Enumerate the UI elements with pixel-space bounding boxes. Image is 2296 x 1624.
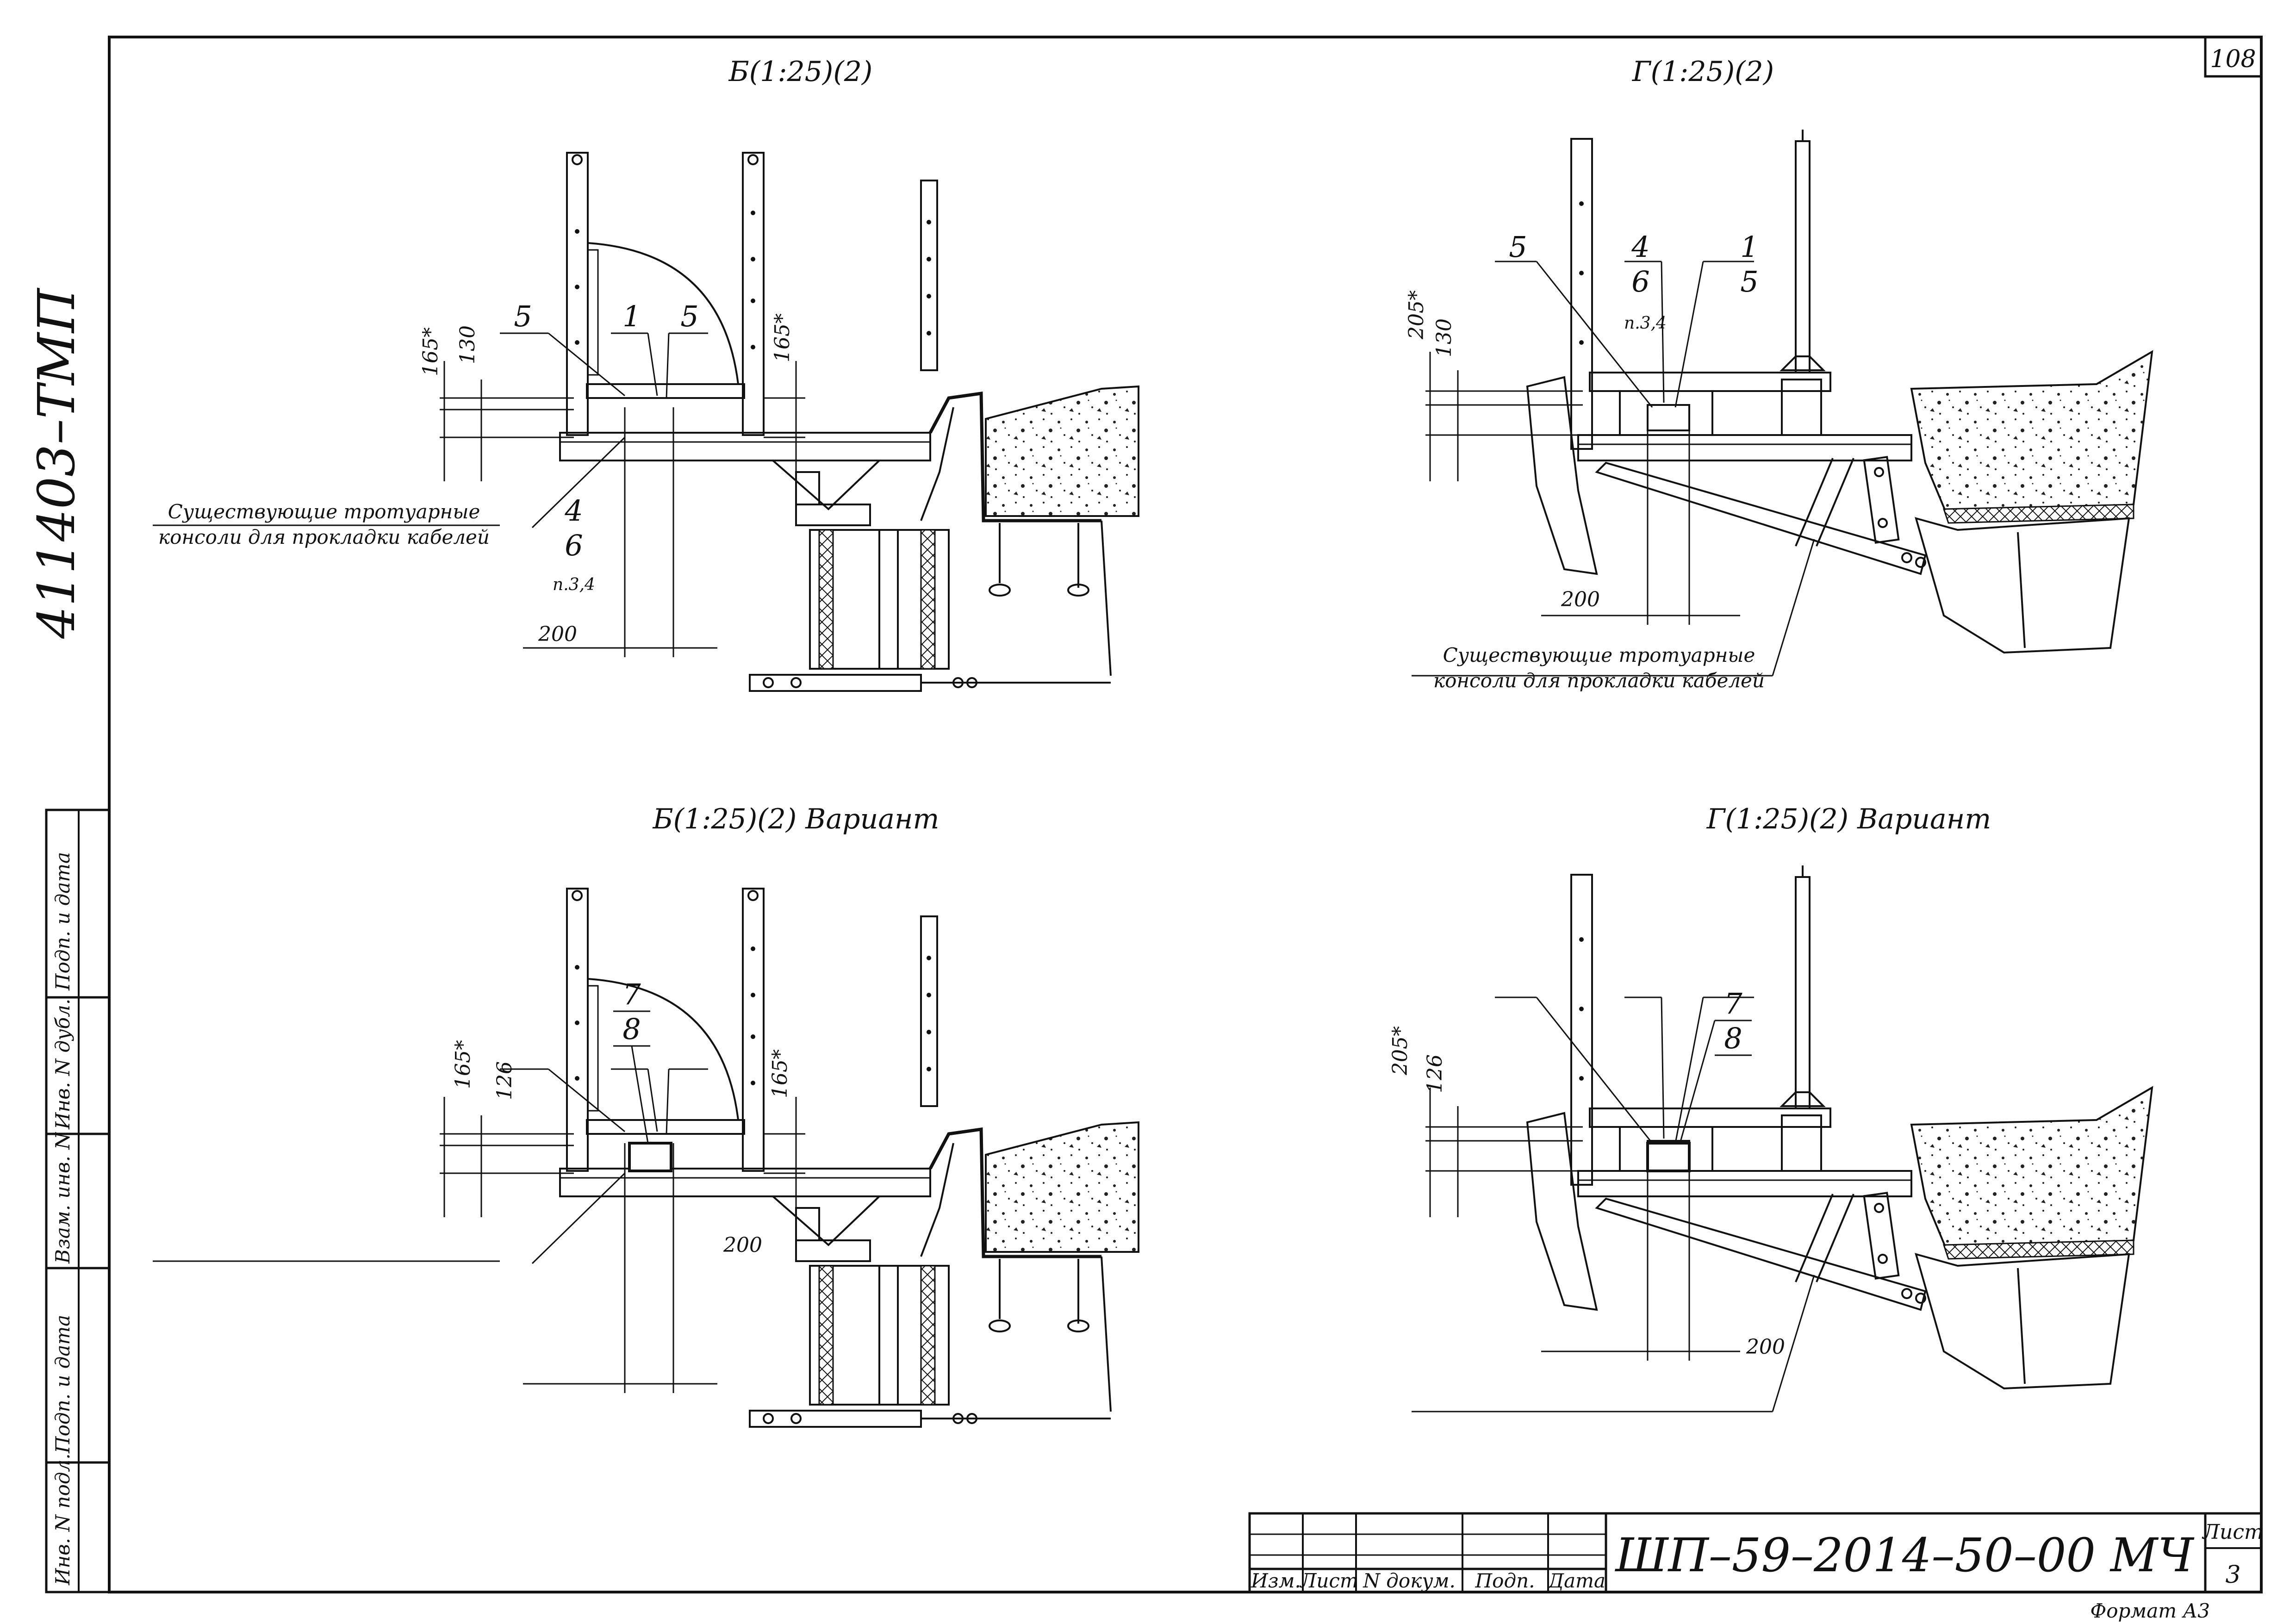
dim-g-130: 130 <box>1432 318 1456 357</box>
view-b-top <box>153 153 1139 691</box>
side-label-inv-dubl: Инв. N дубл. <box>51 999 74 1130</box>
side-code: 411403–ТМП <box>27 287 86 639</box>
callout-b-1: 1 <box>622 299 641 333</box>
sheet-number: 3 <box>2225 1561 2240 1589</box>
page-number-box <box>2204 36 2263 78</box>
format-label: Формат А3 <box>2090 1599 2210 1622</box>
callout-b-p34: п.3,4 <box>553 575 595 594</box>
dim-g-200: 200 <box>1561 588 1600 611</box>
note-g-line2: консоли для прокладки кабелей <box>1433 669 1765 692</box>
sheet-label: Лист <box>2202 1520 2263 1544</box>
col-izm: Изм. <box>1251 1569 1301 1592</box>
stamp-code: ШП–59–2014–50–00 МЧ <box>1614 1528 2195 1582</box>
side-label-vzam-inv: Взам. инв. N <box>51 1132 74 1264</box>
callout-g-1: 1 <box>1740 230 1758 264</box>
dim-gv-200: 200 <box>1746 1335 1785 1359</box>
callout-b-5a: 5 <box>514 299 532 333</box>
dim-bv-165-right: 165* <box>768 1049 792 1098</box>
callout-b-6: 6 <box>565 529 583 562</box>
callout-gv-7: 7 <box>1724 987 1742 1020</box>
title-b-variant: Б(1:25)(2) Вариант <box>653 803 940 835</box>
title-g-top: Г(1:25)(2) <box>1632 56 1774 88</box>
callout-gv-8: 8 <box>1724 1021 1742 1055</box>
view-b-variant <box>153 889 1139 1427</box>
view-g-top <box>1411 129 2153 677</box>
note-b-line2: консоли для прокладки кабелей <box>158 526 490 548</box>
dim-b-200: 200 <box>538 622 577 646</box>
dim-gv-126: 126 <box>1423 1054 1447 1093</box>
dim-bv-200: 200 <box>723 1233 762 1257</box>
dim-g-205: 205* <box>1405 290 1428 340</box>
side-stamp-table <box>45 809 111 1593</box>
side-label-inv-podl: Инв. N подл. <box>51 1453 74 1586</box>
col-podp: Подп. <box>1475 1569 1535 1592</box>
callout-b-4: 4 <box>564 494 583 528</box>
view-g-variant <box>1411 865 2153 1412</box>
dim-bv-165-left: 165* <box>451 1040 475 1089</box>
callout-bv-8: 8 <box>622 1012 641 1046</box>
callout-b-5b: 5 <box>680 299 698 333</box>
page-number: 108 <box>2210 45 2256 73</box>
dim-b-130: 130 <box>456 325 479 364</box>
side-label-podp-data-2: Подп. и дата <box>51 852 74 991</box>
callout-g-p34: п.3,4 <box>1624 314 1667 333</box>
side-label-podp-data-1: Подп. и дата <box>51 1315 74 1454</box>
dim-b-165-right: 165* <box>771 313 794 362</box>
callout-g-5b: 5 <box>1740 265 1758 299</box>
dim-bv-126: 126 <box>493 1061 516 1100</box>
dim-b-165-left: 165* <box>419 327 442 376</box>
callout-g-6: 6 <box>1631 265 1649 299</box>
callout-g-5a: 5 <box>1509 230 1527 264</box>
col-list: Лист <box>1299 1569 1358 1592</box>
dim-gv-205: 205* <box>1388 1026 1412 1076</box>
note-b-line1: Существующие тротуарные <box>168 500 480 523</box>
callout-bv-7: 7 <box>622 977 641 1011</box>
title-g-variant: Г(1:25)(2) Вариант <box>1706 803 1991 835</box>
title-block <box>1248 1512 2263 1593</box>
callout-g-4: 4 <box>1631 230 1649 264</box>
note-g-line1: Существующие тротуарные <box>1443 644 1755 666</box>
col-data: Дата <box>1547 1569 1605 1592</box>
title-b-top: Б(1:25)(2) <box>728 56 873 88</box>
col-n-dokum: N докум. <box>1363 1569 1456 1592</box>
